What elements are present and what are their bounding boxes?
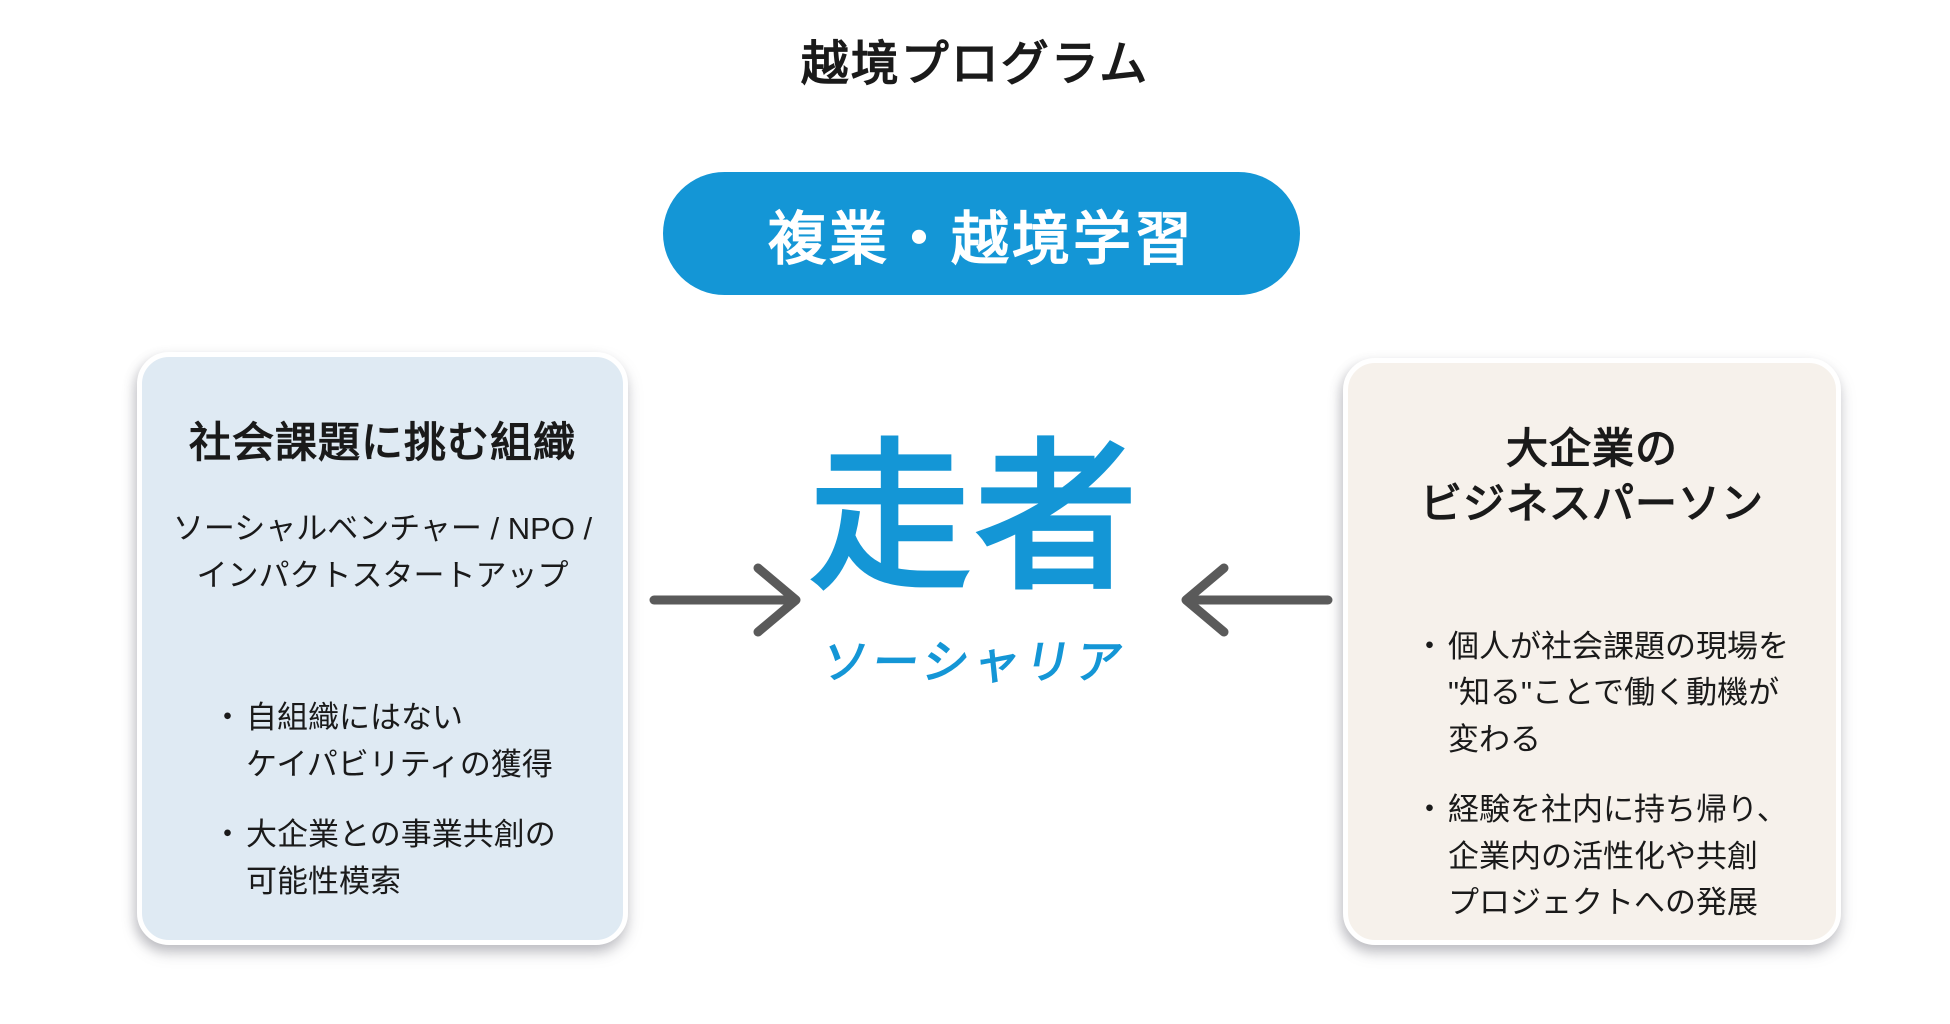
page-title: 越境プログラム xyxy=(800,38,1150,91)
bullet-line: 変わる xyxy=(1448,721,1541,757)
left-card-bullet-list: ・ 自組織にはない ケイパビリティの獲得 ・ 大企業との事業共創の 可能性模索 xyxy=(160,695,605,905)
bullet-line: ケイパビリティの獲得 xyxy=(246,746,553,782)
bullet-line: "知る"ことで働く動機が xyxy=(1448,675,1780,711)
right-card-title-line: 大企業の xyxy=(1505,425,1678,472)
bullet-line: 企業内の活性化や共創 xyxy=(1448,838,1758,874)
arrow-right-icon xyxy=(648,556,810,644)
right-card-business-persons: 大企業の ビジネスパーソン ・ 個人が社会課題の現場を "知る"ことで働く動機が… xyxy=(1343,358,1841,945)
right-card-title-line: ビジネスパーソン xyxy=(1419,480,1764,528)
program-banner: 複業・越境学習 xyxy=(663,172,1300,295)
bullet-item: ・ 自組織にはない ケイパビリティの獲得 xyxy=(212,695,605,788)
bullet-line: 個人が社会課題の現場を xyxy=(1448,628,1789,664)
bullet-line: 大企業との事業共創の xyxy=(246,817,556,853)
bullet-line: 可能性模索 xyxy=(246,863,401,899)
soshalia-logo: 走者 ソーシャリア xyxy=(775,438,1175,692)
bullet-line: プロジェクトへの発展 xyxy=(1448,885,1758,921)
left-card-subtitle-line: インパクトスタートアップ xyxy=(196,557,569,593)
bullet-text: 個人が社会課題の現場を "知る"ことで働く動機が 変わる xyxy=(1448,624,1818,764)
bullet-text: 自組織にはない ケイパビリティの獲得 xyxy=(246,695,605,788)
bullet-marker: ・ xyxy=(212,700,243,736)
bullet-text: 大企業との事業共創の 可能性模索 xyxy=(246,812,605,905)
bullet-marker: ・ xyxy=(1414,792,1445,828)
bullet-text: 経験を社内に持ち帰り、 企業内の活性化や共創 プロジェクトへの発展 xyxy=(1448,787,1818,927)
bullet-line: 経験を社内に持ち帰り、 xyxy=(1448,792,1788,828)
bullet-marker: ・ xyxy=(1414,628,1445,664)
right-card-title: 大企業の ビジネスパーソン xyxy=(1366,421,1818,532)
logo-sub-text: ソーシャリア xyxy=(817,636,1132,688)
right-card-bullet-list: ・ 個人が社会課題の現場を "知る"ことで働く動機が 変わる ・ 経験を社内に持… xyxy=(1366,624,1818,927)
bullet-item: ・ 経験を社内に持ち帰り、 企業内の活性化や共創 プロジェクトへの発展 xyxy=(1414,787,1818,927)
left-card-social-organizations: 社会課題に挑む組織 ソーシャルベンチャー / NPO / インパクトスタートアッ… xyxy=(137,352,628,945)
left-card-subtitle-line: ソーシャルベンチャー / NPO / xyxy=(172,511,593,547)
left-card-subtitle: ソーシャルベンチャー / NPO / インパクトスタートアップ xyxy=(160,506,605,599)
bullet-item: ・ 大企業との事業共創の 可能性模索 xyxy=(212,812,605,905)
bullet-line: 自組織にはない xyxy=(246,700,463,736)
logo-main-text: 走者 xyxy=(809,428,1141,609)
bullet-item: ・ 個人が社会課題の現場を "知る"ことで働く動機が 変わる xyxy=(1414,624,1818,764)
arrow-left-icon xyxy=(1172,556,1334,644)
bullet-marker: ・ xyxy=(212,817,243,853)
left-card-title: 社会課題に挑む組織 xyxy=(188,419,576,466)
